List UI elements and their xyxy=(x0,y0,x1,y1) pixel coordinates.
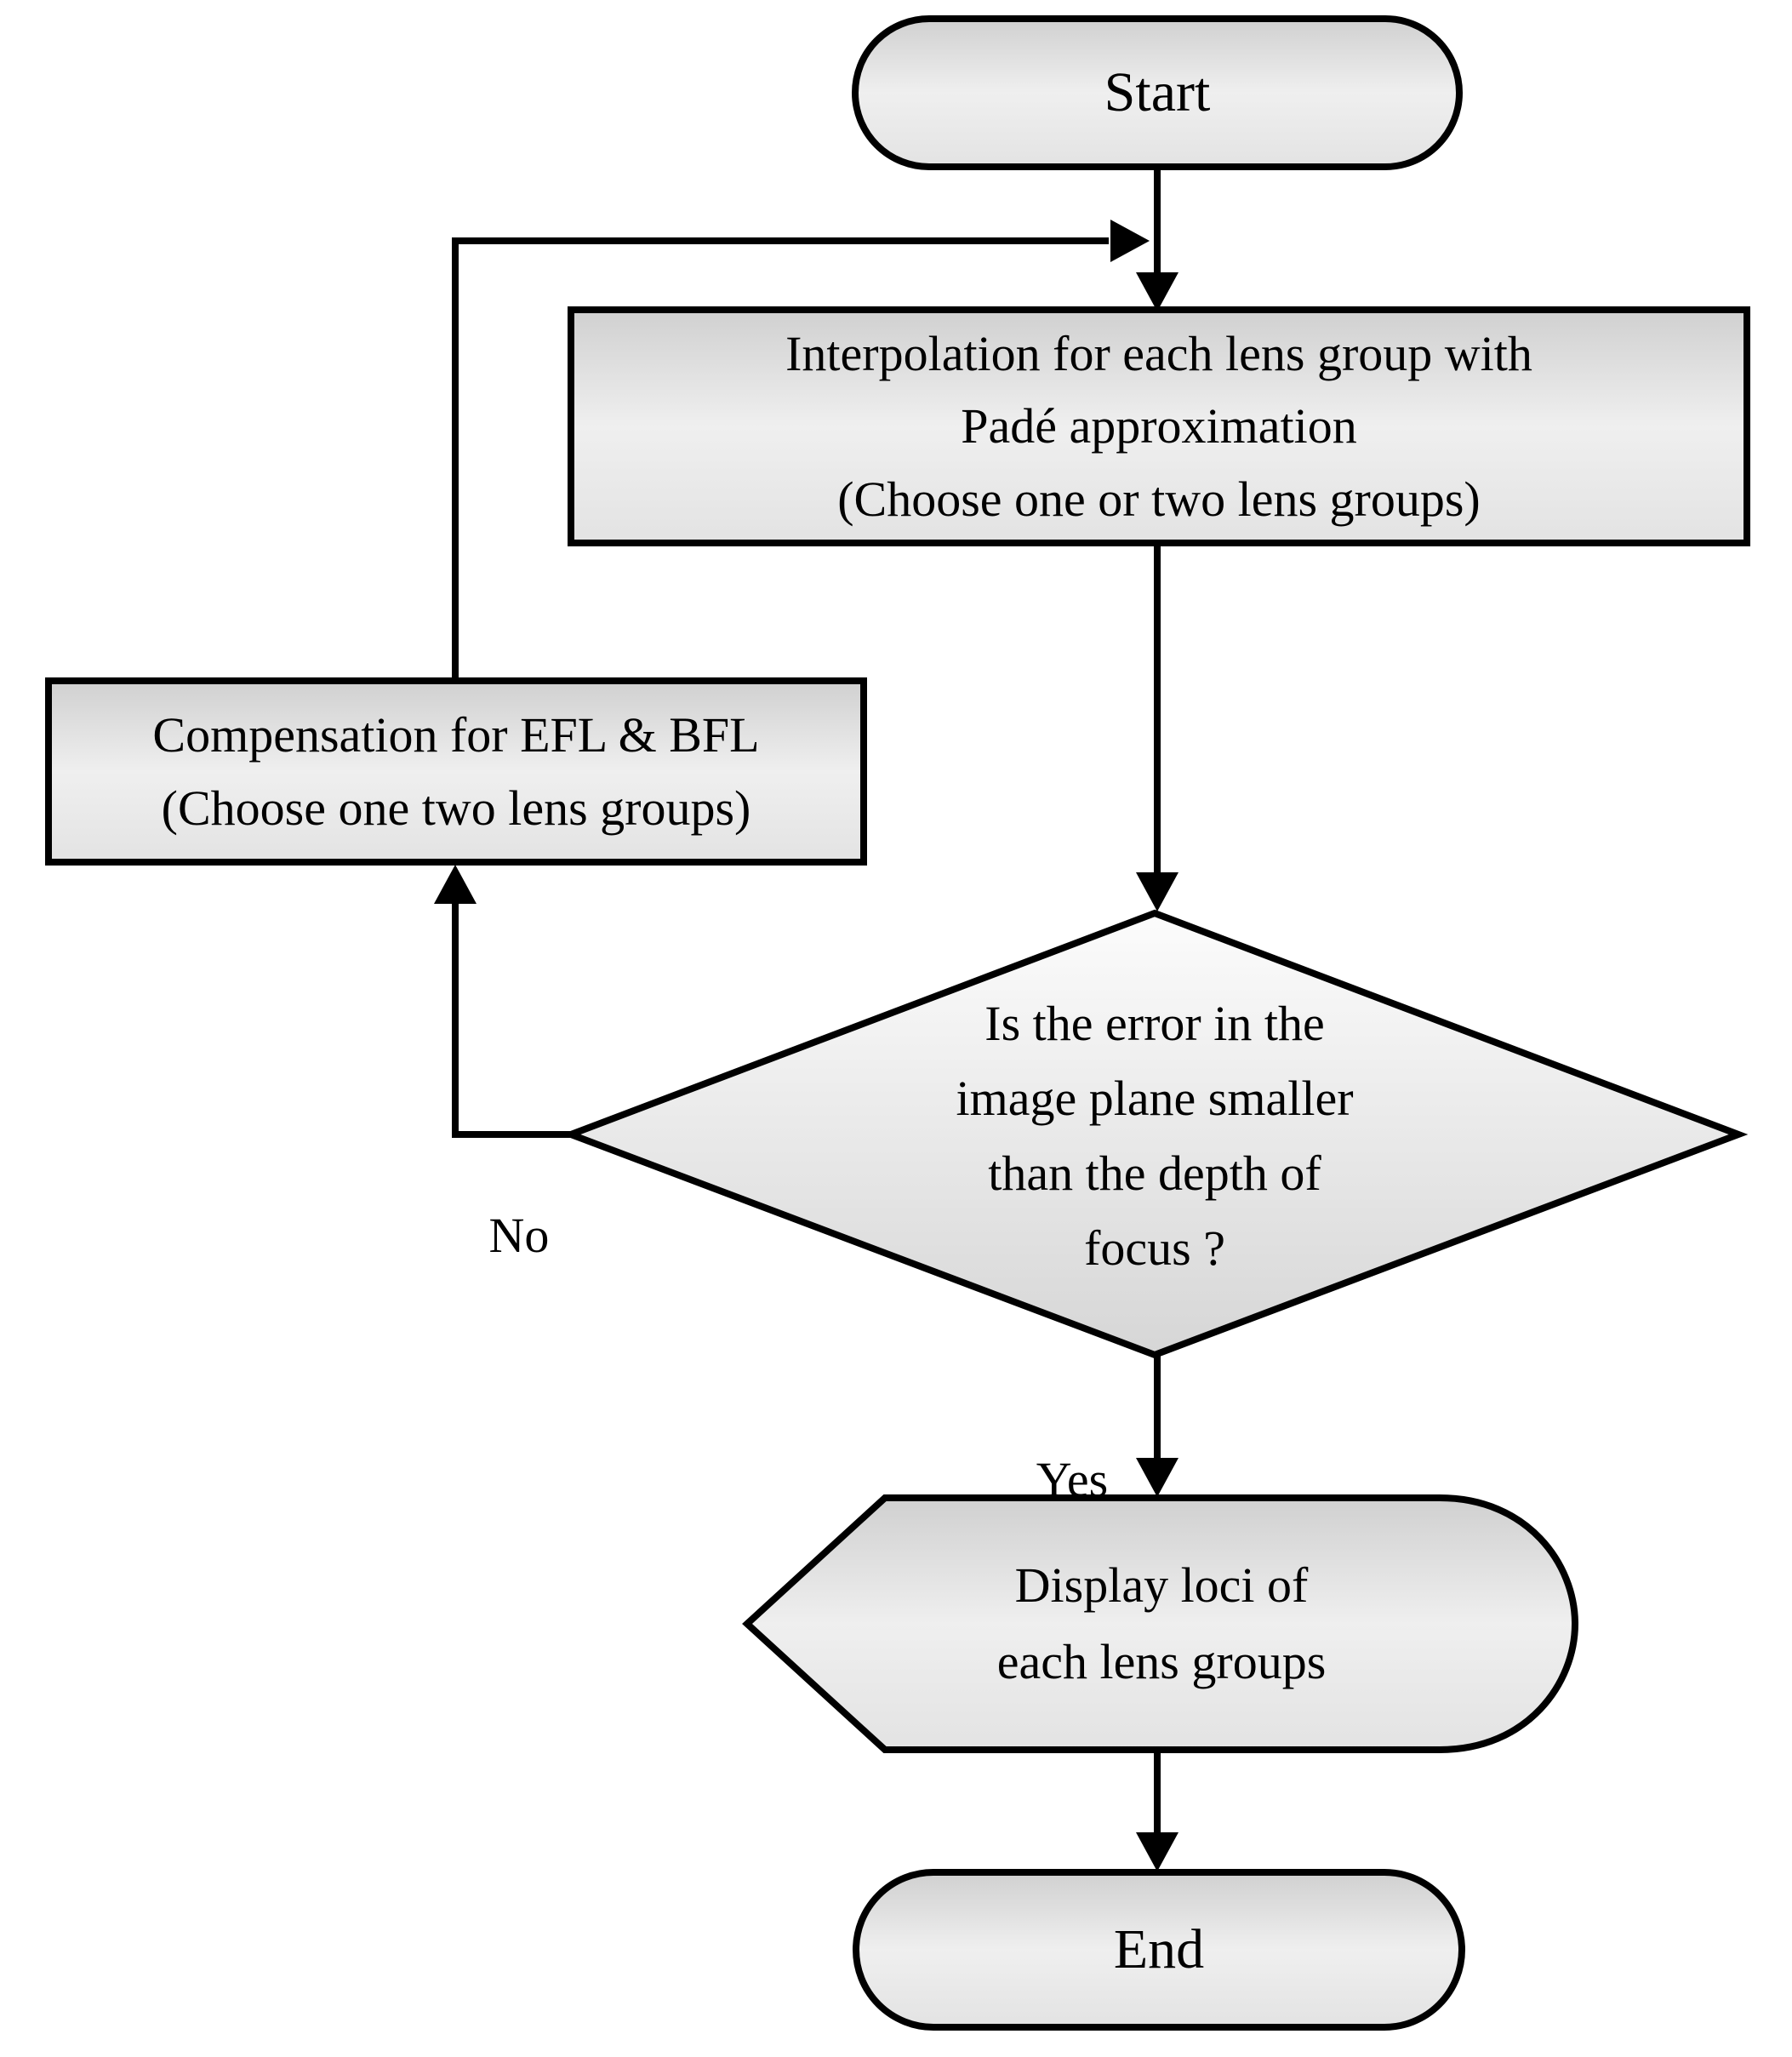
compensation-process-node xyxy=(45,677,867,866)
decision-node-label: Is the error in the image plane smaller … xyxy=(772,957,1538,1315)
arrowhead-loop-merge-icon xyxy=(1110,220,1150,262)
text-line: Is the error in the xyxy=(984,995,1325,1051)
edge-loop-to-main xyxy=(452,237,1109,681)
start-node-label: Start xyxy=(855,19,1459,167)
compensation-node-label: Compensation for EFL & BFL (Choose one t… xyxy=(49,681,864,862)
text-line: Padé approximation xyxy=(961,398,1357,454)
text-line: Start xyxy=(1104,61,1211,123)
interpolation-node-label: Interpolation for each lens group with P… xyxy=(571,310,1747,543)
text-line: than the depth of xyxy=(988,1146,1321,1201)
arrowhead-into-end-icon xyxy=(1136,1832,1178,1871)
text-line: Compensation for EFL & BFL xyxy=(152,707,760,763)
arrowhead-into-compensation-icon xyxy=(434,865,477,904)
text-line: focus ? xyxy=(1084,1220,1225,1277)
end-node-label: End xyxy=(856,1872,1462,2027)
text-line: image plane smaller xyxy=(956,1070,1354,1126)
text-line: (Choose one or two lens groups) xyxy=(837,471,1481,527)
text-line: End xyxy=(1113,1918,1205,1980)
edge-label-yes: Yes xyxy=(970,1443,1174,1516)
edge-no-to-compensation xyxy=(452,902,571,1138)
display-node-label: Display loci of each lens groups xyxy=(800,1522,1523,1726)
text-line: Display loci of xyxy=(1014,1557,1309,1614)
text-line: each lens groups xyxy=(996,1634,1327,1689)
decision-diamond-node xyxy=(561,909,1749,1359)
start-node xyxy=(852,15,1463,170)
arrowhead-into-display-icon xyxy=(1136,1458,1178,1497)
text-line: No xyxy=(488,1207,550,1263)
interpolation-process-node xyxy=(568,306,1750,546)
arrowhead-into-interpolation-icon xyxy=(1136,272,1178,311)
text-line: Yes xyxy=(1036,1451,1109,1507)
connector-arrowheads xyxy=(434,220,1178,1871)
display-node xyxy=(742,1494,1579,1753)
text-line: Interpolation for each lens group with xyxy=(785,326,1532,382)
arrowhead-into-decision-icon xyxy=(1136,872,1178,911)
connector-lines xyxy=(452,169,1161,1833)
text-line: (Choose one two lens groups) xyxy=(161,780,751,836)
edge-label-no: No xyxy=(417,1198,621,1271)
end-node xyxy=(853,1869,1465,2031)
